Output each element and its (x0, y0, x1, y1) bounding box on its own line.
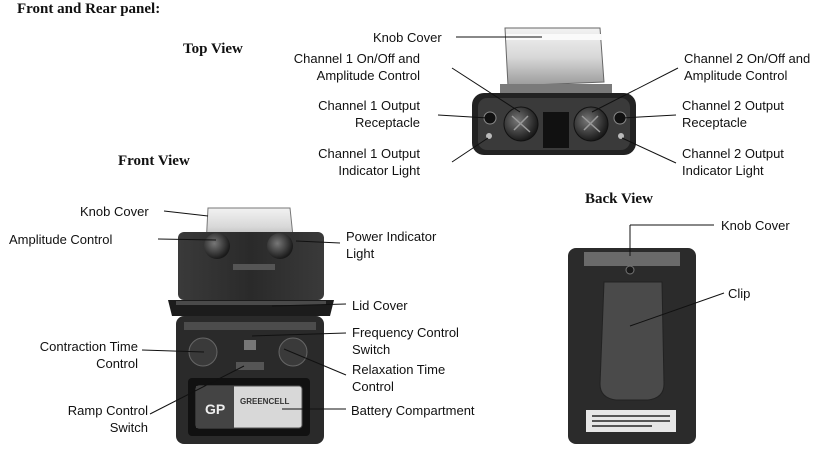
front-label-plate (233, 264, 275, 270)
back-view-device (568, 248, 696, 444)
top-center-block (543, 112, 569, 148)
leader-top-ch1-output (437, 114, 489, 119)
label-ch1-output: Channel 1 Output Receptacle (318, 98, 420, 130)
label-contraction-time: Contraction Time Control (39, 339, 138, 371)
leader-front-power (295, 240, 341, 244)
label-lid-cover: Lid Cover (352, 298, 408, 313)
front-battery-brand: GP (205, 401, 225, 417)
label-ch2-output: Channel 2 Output Receptacle (682, 98, 784, 130)
label-front-knob-cover: Knob Cover (80, 204, 149, 219)
label-power-indicator: Power Indicator Light (346, 229, 437, 261)
label-back-knob-cover: Knob Cover (721, 218, 790, 233)
back-view-heading: Back View (585, 191, 653, 207)
label-clip: Clip (728, 286, 751, 301)
back-label-line-1 (592, 415, 670, 417)
front-view-device: GP GREENCELL (168, 207, 334, 444)
leader-lines (141, 36, 725, 415)
label-amplitude-control: Amplitude Control (9, 232, 113, 247)
leader-front-relaxation (283, 348, 347, 376)
label-battery-compartment: Battery Compartment (351, 403, 475, 418)
top-ch2-indicator (618, 133, 624, 139)
front-battery-name: GREENCELL (240, 397, 289, 406)
leader-top-ch2-output (621, 114, 677, 119)
top-view-device (472, 27, 636, 155)
front-battery-band (196, 386, 234, 428)
front-relaxation-dial (278, 337, 308, 367)
back-top-band (584, 252, 680, 266)
top-ch1-indicator (486, 133, 492, 139)
label-frequency-control: Frequency Control Switch (352, 325, 459, 357)
back-label-line-3 (592, 425, 652, 427)
front-lid-cover-highlight (176, 301, 326, 305)
label-ramp-control: Ramp Control Switch (67, 403, 148, 435)
label-top-knob-cover: Knob Cover (373, 30, 442, 45)
leader-back-clip (629, 292, 725, 327)
leader-top-ch2-indicator (621, 137, 677, 164)
leader-top-ch1-indicator (451, 137, 489, 163)
front-amplitude-knob (204, 233, 230, 259)
label-ch1-indicator: Channel 1 Output Indicator Light (318, 146, 420, 178)
label-ch2-onoff: Channel 2 On/Off and Amplitude Control (684, 51, 811, 83)
front-view-heading: Front View (118, 153, 190, 169)
leader-top-ch2-onoff (591, 67, 679, 113)
leader-front-amplitude (157, 238, 217, 241)
leader-front-knob-cover (163, 210, 209, 217)
leader-top-ch1-onoff (451, 67, 521, 113)
top-ch1-knob-ridges (511, 115, 531, 133)
front-control-strip (184, 322, 316, 330)
front-ramp-switch (236, 362, 264, 370)
back-label-line-2 (592, 420, 670, 422)
label-relaxation-time: Relaxation Time Control (352, 362, 446, 394)
top-view-heading: Top View (183, 41, 243, 57)
top-knob-cover-shape (504, 27, 605, 87)
label-ch2-indicator: Channel 2 Output Indicator Light (682, 146, 784, 178)
back-screw (625, 265, 635, 275)
leader-front-ramp (149, 365, 245, 415)
leader-front-contraction (141, 349, 205, 353)
label-ch1-onoff: Channel 1 On/Off and Amplitude Control (293, 51, 420, 83)
page-title: Front and Rear panel: (17, 1, 161, 17)
top-ch2-knob-ridges (581, 115, 601, 133)
leader-front-frequency (251, 332, 347, 337)
leader-front-lid (271, 303, 347, 307)
front-power-knob (267, 233, 293, 259)
top-knob-cover-band (506, 34, 602, 40)
back-clip-shape (599, 281, 665, 401)
front-frequency-switch (244, 340, 256, 350)
